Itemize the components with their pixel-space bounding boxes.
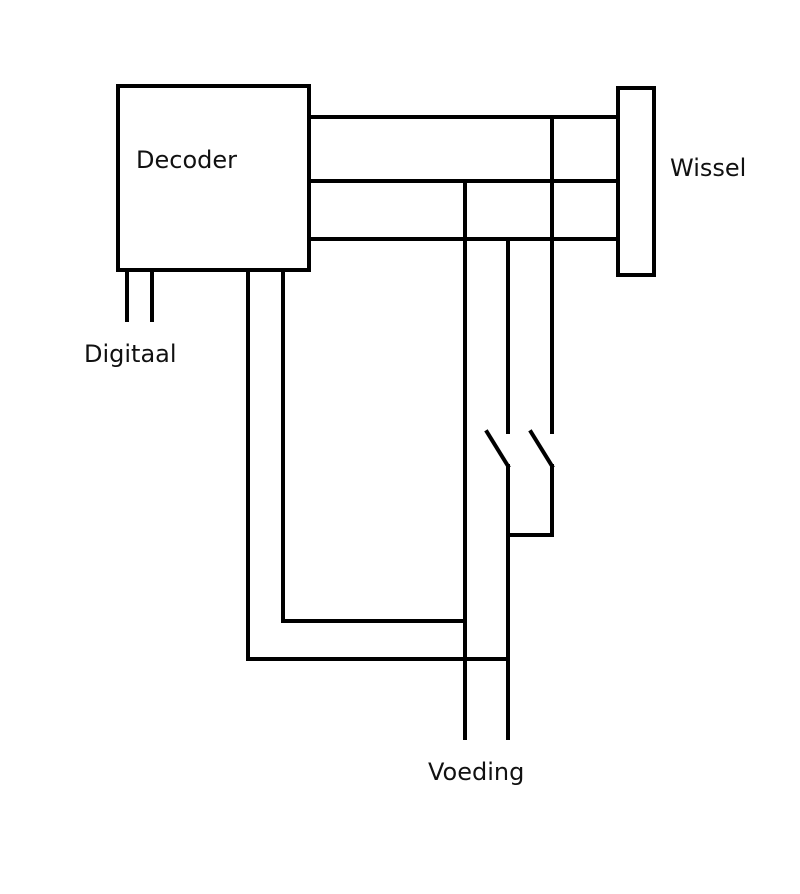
decoder-power-wires (246, 268, 510, 661)
decoder-label: Decoder (136, 146, 237, 174)
wissel-bar (616, 86, 656, 277)
decoder-box (116, 84, 311, 272)
digitaal-label: Digitaal (84, 340, 177, 368)
voeding-label: Voeding (428, 758, 524, 786)
push-button-switch-2 (528, 429, 555, 537)
wissel-label: Wissel (670, 154, 746, 182)
digitaal-wires (125, 268, 154, 322)
push-button-switch-1 (484, 429, 511, 740)
